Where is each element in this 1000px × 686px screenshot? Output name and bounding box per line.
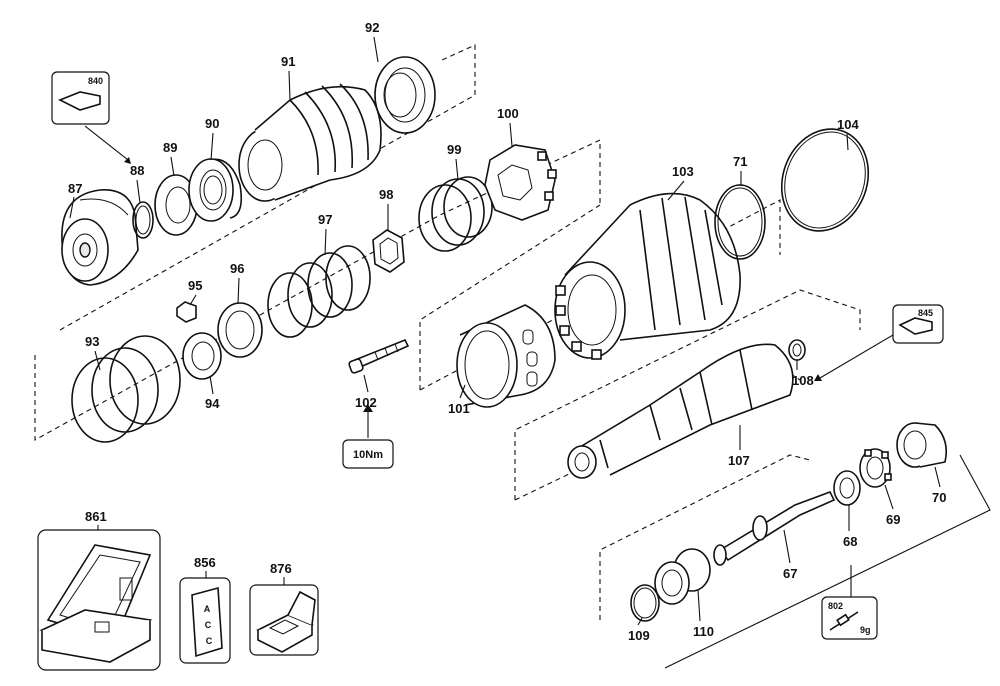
label-99: 99 [447, 142, 461, 157]
label-107: 107 [728, 453, 750, 468]
part-109-o-ring [630, 584, 660, 622]
label-861: 861 [85, 509, 107, 524]
part-100-gear-coupling [484, 144, 557, 221]
part-103-gear-housing [554, 192, 741, 360]
svg-text:10Nm: 10Nm [353, 449, 383, 461]
part-88-retaining-ring [132, 201, 154, 239]
label-856: 856 [194, 555, 216, 570]
label-87: 87 [68, 181, 82, 196]
part-108-small-ring [788, 339, 806, 361]
part-101-ball-cage [456, 304, 556, 408]
part-102-bolt [348, 338, 410, 438]
label-67: 67 [783, 566, 797, 581]
label-90: 90 [205, 116, 219, 131]
label-101: 101 [448, 401, 470, 416]
svg-text:840: 840 [88, 76, 103, 86]
svg-text:802: 802 [828, 601, 843, 611]
label-89: 89 [163, 140, 177, 155]
part-89-washer [154, 174, 198, 236]
accessory-861-carry-case [37, 529, 161, 671]
label-93: 93 [85, 334, 99, 349]
label-97: 97 [318, 212, 332, 227]
part-92-bearing-ring [374, 56, 436, 134]
part-98-hex-nut [372, 229, 405, 273]
part-104-large-o-ring [780, 128, 870, 232]
torque-spec-box: 10Nm [342, 439, 394, 469]
leader-lines [69, 36, 941, 626]
part-107-spindle [567, 343, 794, 479]
label-94: 94 [205, 396, 220, 411]
part-93-spring-coils [71, 335, 181, 443]
svg-text:9g: 9g [860, 625, 871, 635]
part-67-striker-shaft [713, 491, 836, 566]
part-labels: 87 88 89 90 91 92 93 94 95 96 97 98 99 1… [68, 20, 946, 643]
grease-callout-802: 802 9g [821, 565, 878, 640]
part-99-wave-spring [418, 176, 493, 252]
accessory-876-kit-box [249, 584, 319, 656]
label-95: 95 [188, 278, 202, 293]
label-104: 104 [837, 117, 859, 132]
part-71-o-ring [714, 184, 766, 260]
label-103: 103 [672, 164, 694, 179]
label-70: 70 [932, 490, 946, 505]
callout-840: 840 [51, 71, 131, 164]
label-92: 92 [365, 20, 379, 35]
part-96-ring [217, 302, 263, 358]
accessory-856-label: A C C [179, 577, 231, 664]
label-96: 96 [230, 261, 244, 276]
label-98: 98 [379, 187, 393, 202]
label-88: 88 [130, 163, 144, 178]
part-91-dust-sleeve [238, 83, 382, 202]
part-90-seal [188, 158, 243, 222]
svg-text:C: C [206, 636, 213, 646]
callout-845: 845 [814, 304, 944, 381]
part-110-bushing [654, 548, 711, 605]
label-68: 68 [843, 534, 857, 549]
part-87-nose-cap [61, 189, 139, 286]
part-97-spring [267, 245, 371, 338]
svg-text:845: 845 [918, 308, 933, 318]
label-91: 91 [281, 54, 295, 69]
label-108: 108 [792, 373, 814, 388]
svg-text:A: A [204, 604, 211, 614]
label-109: 109 [628, 628, 650, 643]
part-70-sleeve [896, 422, 948, 468]
label-100: 100 [497, 106, 519, 121]
label-69: 69 [886, 512, 900, 527]
part-95-locking-piece [176, 301, 197, 323]
part-68-washer [833, 470, 861, 506]
svg-text:C: C [205, 620, 212, 630]
label-876: 876 [270, 561, 292, 576]
part-69-clutch-gear [859, 448, 892, 488]
label-102: 102 [355, 395, 377, 410]
assembly-outline-bottom [599, 454, 991, 669]
label-71: 71 [733, 154, 747, 169]
label-110: 110 [693, 624, 714, 639]
part-94-bushing [182, 332, 222, 380]
